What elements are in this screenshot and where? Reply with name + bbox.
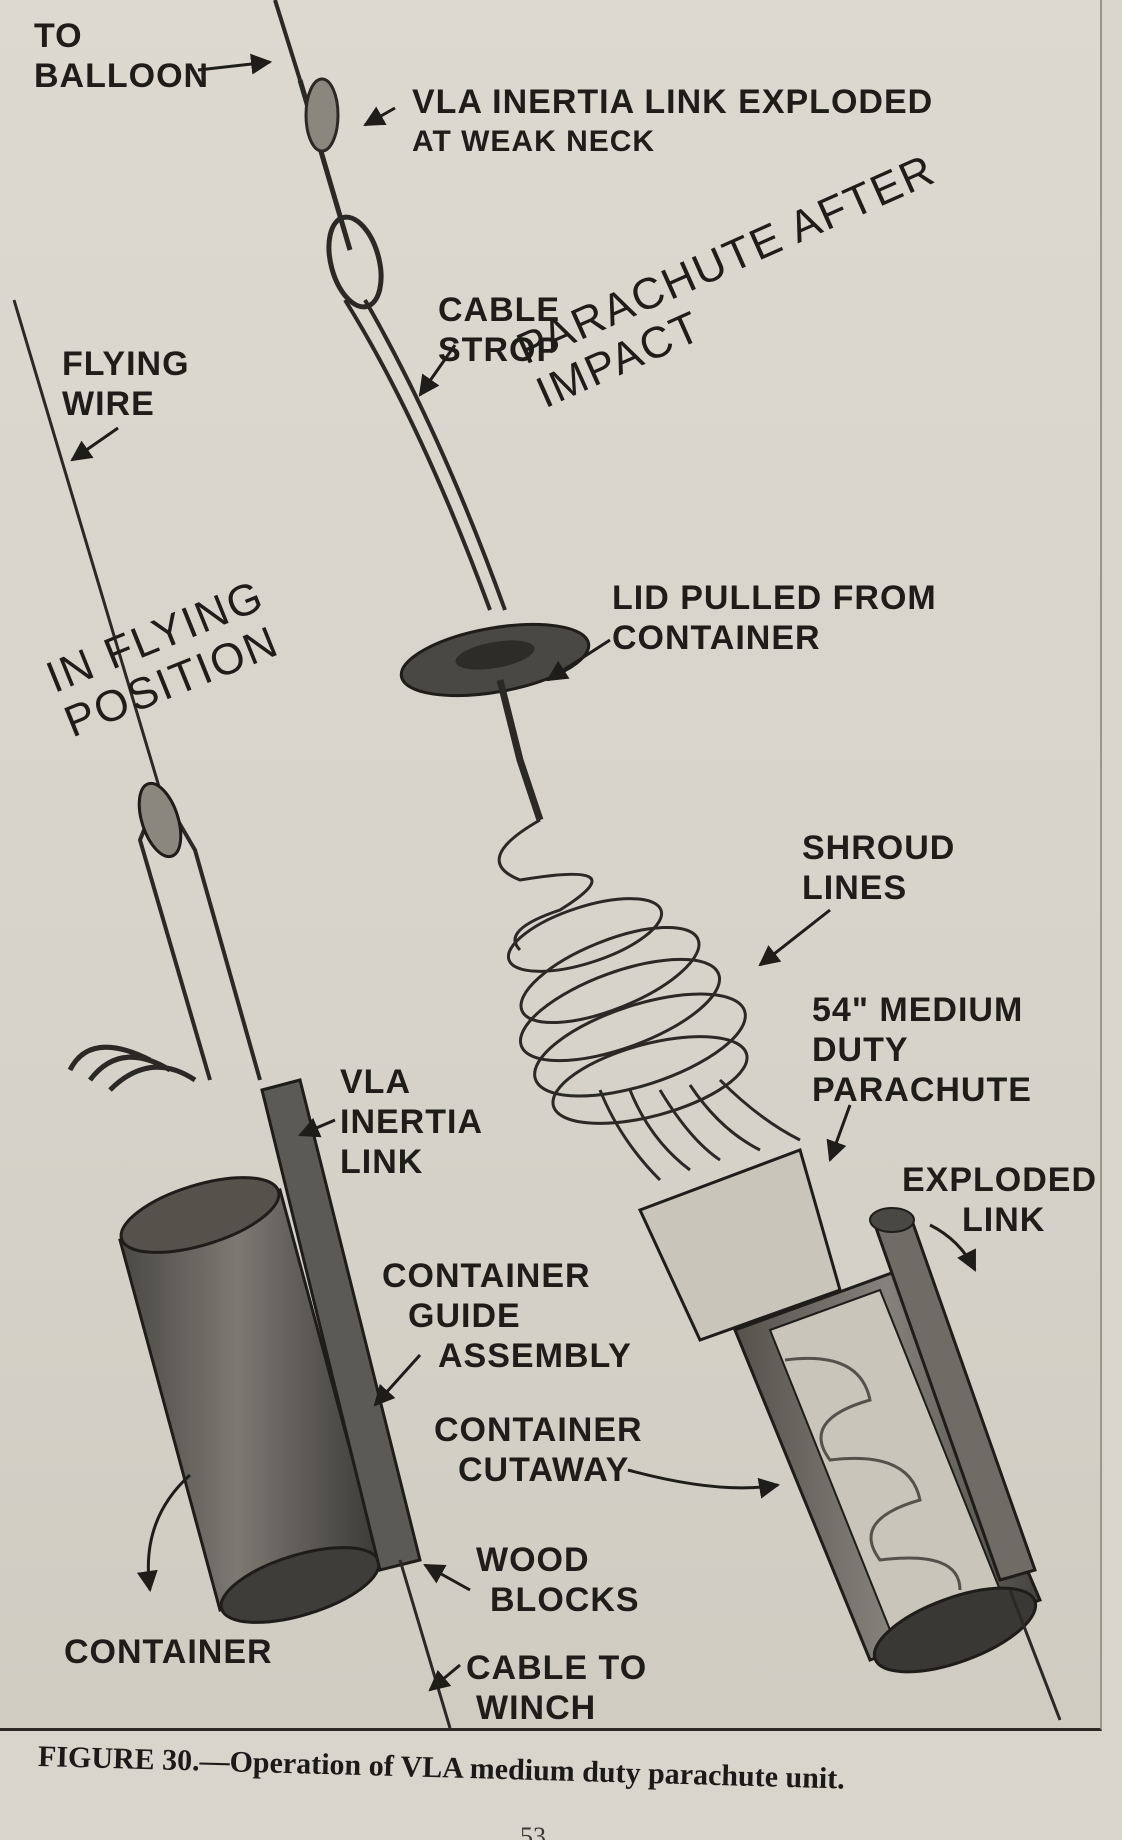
label-shroud-lines: SHROUD LINES <box>802 829 956 907</box>
label-container-guide-assembly: CONTAINER GUIDE ASSEMBLY <box>382 1257 632 1375</box>
label-lid-pulled: LID PULLED FROM CONTAINER <box>612 579 937 657</box>
flying-container <box>67 781 452 1728</box>
label-cable-to-winch: CABLE TO WINCH <box>466 1649 648 1727</box>
label-wood-blocks: WOOD BLOCKS <box>476 1541 640 1619</box>
label-to-balloon: TO BALLOON <box>34 17 210 95</box>
label-54-medium-duty-parachute: 54" MEDIUM DUTY PARACHUTE <box>812 991 1032 1109</box>
shroud-lines-coil <box>497 818 801 1182</box>
label-container-cutaway: CONTAINER CUTAWAY <box>434 1411 643 1489</box>
label-flying-wire: FLYING WIRE <box>62 345 190 423</box>
flying-wire <box>12 299 162 791</box>
leader-arrows <box>70 53 977 1692</box>
label-container: CONTAINER <box>64 1633 273 1671</box>
balloon-cable <box>273 0 507 611</box>
label-exploded-link: EXPLODED LINK <box>902 1161 1098 1239</box>
cutaway-container <box>637 1148 1062 1721</box>
lid <box>399 622 591 822</box>
figure-caption: FIGURE 30.—Operation of VLA medium duty … <box>37 1740 846 1796</box>
illustration <box>12 0 1062 1728</box>
label-inertia-link-exploded: VLA INERTIA LINK EXPLODED AT WEAK NECK <box>412 83 934 158</box>
label-cable-strop: CABLE STROP <box>438 291 561 369</box>
page-number: 53 <box>520 1822 546 1840</box>
figure-plate: TO BALLOON VLA INERTIA LINK EXPLODED AT … <box>0 0 1102 1731</box>
label-vla-inertia-link: VLA INERTIA LINK <box>340 1063 483 1181</box>
